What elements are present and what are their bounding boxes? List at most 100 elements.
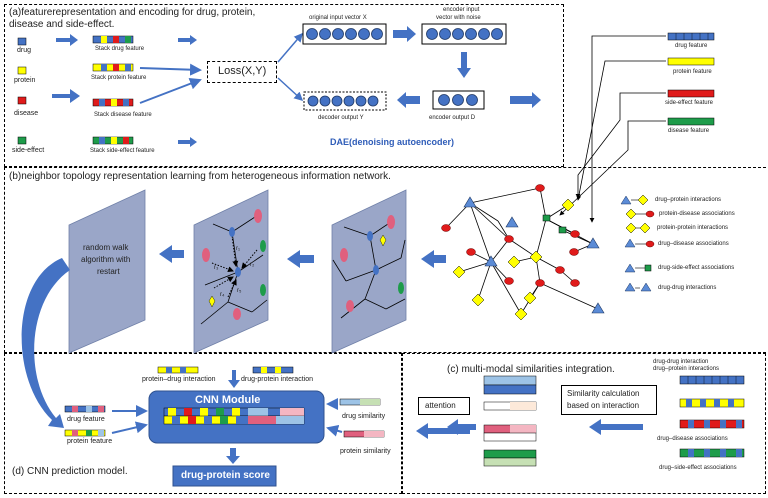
legend-drug-side-effect: drug-side-effect associations <box>658 265 735 271</box>
protein-feature-small-bar <box>64 429 106 437</box>
c-drug-protein-bar <box>679 398 745 408</box>
legend-drug-drug: drug-drug interactions <box>658 285 717 291</box>
loss-box <box>207 61 277 83</box>
legend-protein-protein: protein-protein interactions <box>657 225 729 231</box>
attention-label: attention <box>425 401 456 410</box>
legend-drug-protein: drug–protein interactions <box>655 197 722 203</box>
encoder-input-label-2: vector with noise <box>436 15 481 21</box>
random-walk-line-3: restart <box>97 267 120 276</box>
stack-disease-bar <box>92 98 134 107</box>
side-effect-feature-output-label: side-effect feature <box>665 100 713 106</box>
entity-protein-label: protein <box>14 77 36 84</box>
c-label-drug-side-effect: drug–side-effect associations <box>659 465 737 471</box>
stack-drug-label: Stack drug feature <box>95 46 145 52</box>
attention-box <box>418 397 470 415</box>
legend-protein-disease: protein-disease associations <box>659 211 735 217</box>
node-label-r3: r₃ <box>214 265 219 271</box>
curved-arrow-rwr <box>21 258 70 428</box>
section-d-frame <box>4 353 402 494</box>
entity-disease-label: disease <box>14 110 39 117</box>
stack-side-effect-label: Stack side-effect feature <box>90 148 155 154</box>
c-drug-side-effect-bar <box>679 448 745 458</box>
section-d-title: (d) CNN prediction model. <box>12 466 128 477</box>
loss-to-x <box>277 32 303 63</box>
panel-right-nodes <box>340 215 404 312</box>
arrow-stack3 <box>139 77 202 104</box>
encoder-input-label-1: encoder input <box>443 7 480 13</box>
side-effect-feature-connector <box>575 92 666 199</box>
arrow-stack4 <box>178 137 197 147</box>
loss-to-y <box>277 77 304 102</box>
original-input-label: original input vector X <box>309 15 367 21</box>
c-drug-drug-bar <box>679 375 745 385</box>
arrow-stack2 <box>139 63 202 76</box>
c-drug-disease-bar <box>679 419 745 429</box>
loss-label: Loss(X,Y) <box>218 65 267 77</box>
random-walk-line-2: algorithm with <box>81 255 131 264</box>
panel-right <box>331 189 407 354</box>
section-b-title: (b)neighbor topology representation lear… <box>9 171 391 182</box>
disease-square <box>17 96 27 105</box>
drug-feature-small-label: drug feature <box>67 416 105 423</box>
entity-drug-label: drug <box>17 47 32 54</box>
protein-similarity-bar <box>343 430 385 438</box>
node-label-r2: r₂ <box>250 262 255 268</box>
arrow-attention-to-cnn <box>416 423 470 439</box>
disease-feature-output-label: disease feature <box>668 128 710 134</box>
arrow-cnn-out <box>226 448 240 464</box>
legend-icons <box>620 194 655 292</box>
arrow-panel2-to-panel1 <box>287 250 314 268</box>
protein-similarity-label: protein similarity <box>340 448 391 455</box>
side-effect-square <box>17 136 27 145</box>
cnn-matrix <box>163 407 305 425</box>
arrow-drug-stack <box>56 34 78 46</box>
network-nodes <box>441 184 605 321</box>
protein-feature-arrow <box>111 421 148 434</box>
similarity-matrices <box>483 375 537 467</box>
drug-protein-label: drug-protein interaction <box>241 376 313 383</box>
c-label-drug-protein: drug–protein interactions <box>653 366 720 372</box>
score-label: drug-protein score <box>181 470 270 481</box>
node-label-r5: r₅ <box>237 288 242 294</box>
stack-side-effect-bar <box>92 136 134 145</box>
drug-similarity-bar <box>339 398 381 406</box>
node-label-r1: r₁ <box>236 246 241 252</box>
arrow-to-stack <box>52 89 80 103</box>
arrow-network-to-panel <box>421 250 446 268</box>
stack-disease-label: Stack disease feature <box>94 112 152 118</box>
similarity-calc-box <box>561 385 657 415</box>
protein-feature-connector <box>576 60 666 201</box>
drug-protein-bar <box>252 366 294 374</box>
section-a-title-1: (a)featurerepresentation and encoding fo… <box>9 7 256 18</box>
section-c-frame <box>402 353 766 494</box>
arrow-noise-down <box>457 52 471 78</box>
similarity-calc-line-1: Similarity calculation <box>567 389 640 398</box>
stack-protein-bar <box>92 63 134 72</box>
section-c-title: (c) multi-modal similarities integration… <box>447 364 615 375</box>
arrow-orig-to-noise <box>393 26 416 42</box>
drug-square <box>17 37 27 46</box>
side-effect-feature-bar <box>667 89 715 98</box>
protein-drug-bar <box>157 366 199 374</box>
arrow-enc-out <box>510 92 541 108</box>
protein-drug-label: protein–drug interaction <box>142 376 216 383</box>
drug-feature-connector <box>589 35 666 223</box>
disease-feature-connector <box>559 120 666 216</box>
score-box <box>172 465 277 487</box>
protein-sim-arrow <box>326 424 343 437</box>
protein-feature-output-label: protein feature <box>673 69 712 75</box>
stack-drug-bar <box>92 35 134 44</box>
arrow-panel1-to-rwr <box>159 245 184 263</box>
arrow-stack1 <box>178 35 197 45</box>
section-b-frame <box>4 167 766 353</box>
protein-square <box>17 66 27 75</box>
panel-random-walk <box>68 189 146 354</box>
random-walk-line-1: random walk <box>83 243 129 252</box>
legend-drug-disease: drug–disease associations <box>658 241 729 247</box>
arrow-enc-to-dec <box>397 92 420 108</box>
drug-similarity-label: drug similarity <box>342 413 386 420</box>
panel-middle-graph <box>200 214 268 325</box>
panel-middle-nodes <box>202 209 266 320</box>
